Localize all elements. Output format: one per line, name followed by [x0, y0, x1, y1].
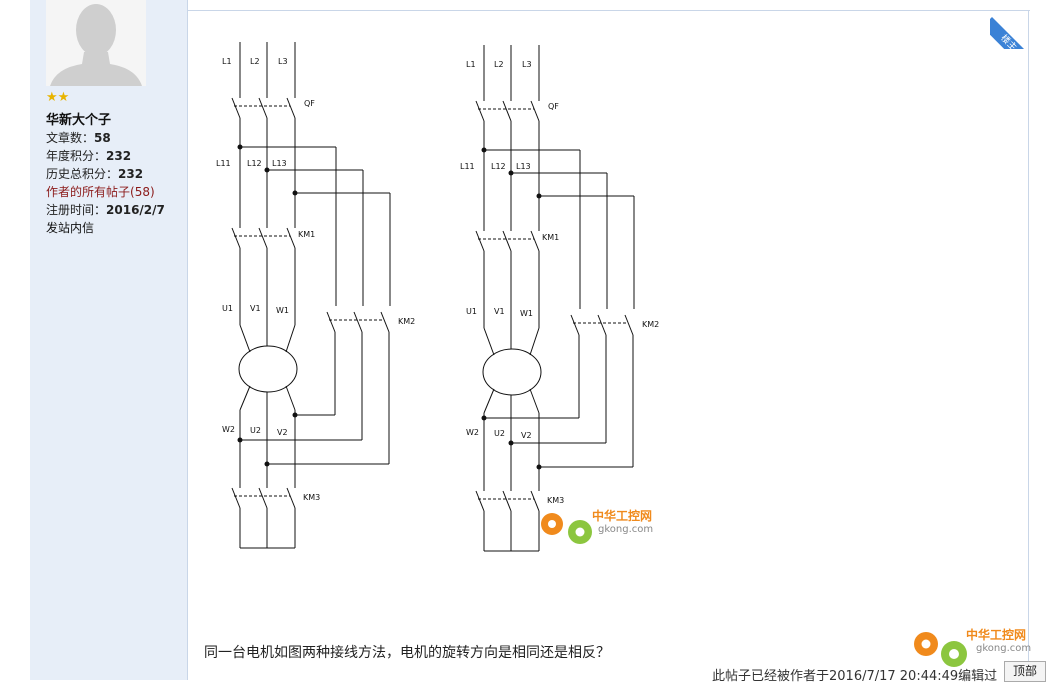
- total-points-label: 历史总积分：: [46, 167, 119, 181]
- left-label-w2: W2: [222, 425, 235, 434]
- register-value: 2016/2/7: [106, 203, 165, 217]
- right-label-v1: V1: [494, 307, 505, 316]
- post-header-strip: [188, 0, 1030, 11]
- left-label-qf: QF: [304, 99, 315, 108]
- private-message-link[interactable]: 发站内信: [46, 221, 95, 235]
- left-label-l1: L1: [222, 57, 232, 66]
- author-sidebar: [30, 0, 188, 680]
- post-question: 同一台电机如图两种接线方法，电机的旋转方向是相同还是相反？: [204, 645, 610, 661]
- all-posts-link-row: 作者的所有帖子(58): [46, 183, 155, 200]
- left-label-v1: V1: [250, 304, 261, 313]
- year-points: 年度积分：232: [46, 147, 131, 164]
- floor-ribbon: 楼主: [990, 11, 1028, 49]
- edit-note: 此帖子已经被作者于2016/7/17 20:44:49编辑过: [712, 669, 998, 684]
- author-username[interactable]: 华新大个子: [46, 113, 112, 128]
- total-points-value: 232: [118, 167, 144, 181]
- circuit-right: L1 L2 L3 QF L11 L12 L13 KM1 KM2 KM3 U1 V…: [460, 44, 659, 552]
- year-points-label: 年度积分：: [46, 149, 107, 163]
- right-label-l1: L1: [466, 60, 476, 69]
- total-points: 历史总积分：232: [46, 165, 143, 182]
- right-label-l3: L3: [522, 60, 532, 69]
- left-label-l2: L2: [250, 57, 260, 66]
- watermark-corner-cn: 中华工控网: [966, 627, 1026, 642]
- gear-icon: [914, 632, 967, 667]
- left-label-l3: L3: [278, 57, 288, 66]
- circuit-left: L1 L2 L3 QF L11 L12 L13 KM1 KM2 KM3 U1 V…: [216, 41, 415, 549]
- post-content: [188, 11, 1029, 680]
- right-label-l12: L12: [491, 162, 506, 171]
- left-label-w1: W1: [276, 306, 289, 315]
- avatar[interactable]: [46, 0, 146, 86]
- register-label: 注册时间：: [46, 203, 107, 217]
- watermark-en: gkong.com: [598, 524, 653, 535]
- private-message-row: 发站内信: [46, 219, 94, 236]
- left-label-km2: KM2: [398, 317, 415, 326]
- avatar-silhouette-icon: [46, 0, 146, 86]
- watermark-corner-en: gkong.com: [976, 643, 1031, 654]
- left-label-l12: L12: [247, 159, 262, 168]
- right-label-w1: W1: [520, 309, 533, 318]
- right-label-w2: W2: [466, 428, 479, 437]
- right-label-km2: KM2: [642, 320, 659, 329]
- year-points-value: 232: [106, 149, 132, 163]
- wiring-diagram: L1 L2 L3 QF L11 L12 L13 KM1 KM2 KM3 U1 V…: [216, 41, 659, 552]
- left-label-u1: U1: [222, 304, 233, 313]
- right-label-l13: L13: [516, 162, 531, 171]
- right-label-l11: L11: [460, 162, 475, 171]
- left-label-l13: L13: [272, 159, 287, 168]
- gkong-watermark-diagram: 中华工控网 gkong.com: [541, 508, 653, 544]
- right-label-qf: QF: [548, 102, 559, 111]
- page-margin: [0, 0, 30, 680]
- left-label-km1: KM1: [298, 230, 315, 239]
- posts-count: 文章数：58: [46, 129, 111, 146]
- gear-icon: [541, 513, 592, 544]
- register-date: 注册时间：2016/2/7: [46, 201, 165, 218]
- back-to-top-button[interactable]: 顶部: [1004, 661, 1046, 682]
- right-label-u1: U1: [466, 307, 477, 316]
- all-posts-count[interactable]: (58): [130, 185, 155, 199]
- left-label-l11: L11: [216, 159, 231, 168]
- watermark-cn: 中华工控网: [592, 508, 652, 523]
- right-label-l2: L2: [494, 60, 504, 69]
- right-label-km1: KM1: [542, 233, 559, 242]
- right-label-v2: V2: [521, 431, 532, 440]
- rank-stars: ★★: [46, 90, 70, 105]
- left-label-u2: U2: [250, 426, 261, 435]
- right-label-km3: KM3: [547, 496, 564, 505]
- left-label-v2: V2: [277, 428, 288, 437]
- right-label-u2: U2: [494, 429, 505, 438]
- posts-label: 文章数：: [46, 131, 95, 145]
- all-posts-link[interactable]: 作者的所有帖子: [46, 185, 131, 199]
- gkong-watermark-corner: 中华工控网 gkong.com: [914, 627, 1031, 667]
- left-label-km3: KM3: [303, 493, 320, 502]
- posts-value: 58: [94, 131, 111, 145]
- floor-ribbon-label: 楼主: [990, 17, 1028, 49]
